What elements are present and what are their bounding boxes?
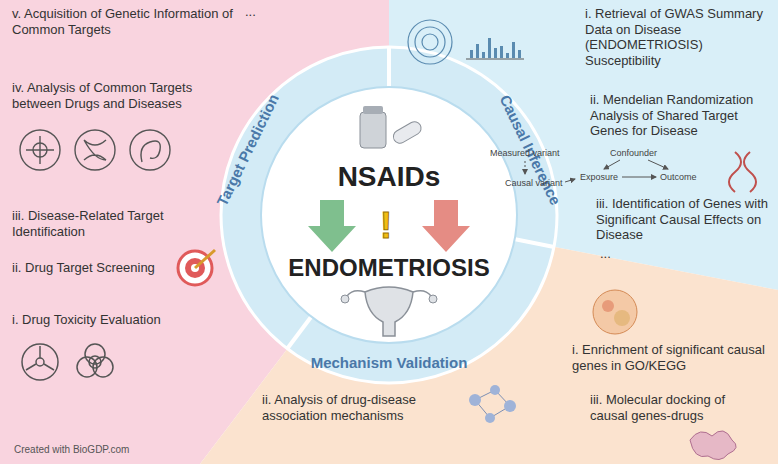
illustration-part xyxy=(26,136,54,164)
stage-heading: Mechanism Validation xyxy=(289,354,489,372)
stage-heading: Target Prediction xyxy=(203,70,294,231)
step-text: iii. Identification of Genes with Signif… xyxy=(596,196,772,243)
illustration-part xyxy=(391,119,423,145)
illustration-part xyxy=(415,27,445,57)
mr-label: Causal variant xyxy=(505,178,563,188)
illustration-part xyxy=(20,130,170,170)
illustration-part xyxy=(614,310,630,326)
center-title: NSAIDs xyxy=(261,160,517,194)
illustration-part xyxy=(341,295,349,303)
illustration-part xyxy=(347,291,431,296)
illustration-part xyxy=(365,287,413,336)
mr-label: Outcome xyxy=(660,172,697,182)
illustration-part xyxy=(622,177,656,178)
illustration-part xyxy=(494,48,497,58)
step-text: iv. Analysis of Common Targets between D… xyxy=(12,80,217,111)
illustration-part xyxy=(466,59,524,60)
illustration-part xyxy=(195,250,215,268)
illustration-part xyxy=(485,413,495,423)
illustration-part xyxy=(490,385,500,395)
step-text: i. Retrieval of GWAS Summary Data on Dis… xyxy=(585,6,770,68)
mr-label: Measured variant xyxy=(490,148,560,158)
mr-label: Exposure xyxy=(580,172,618,182)
illustration-part xyxy=(363,106,383,114)
step-text: v. Acquisition of Genetic Information of… xyxy=(12,6,242,37)
illustration-part xyxy=(512,42,515,58)
illustration-part xyxy=(648,160,668,169)
illustration-part xyxy=(565,179,575,182)
illustration-part xyxy=(130,130,170,170)
warning-mark: ! xyxy=(380,205,392,247)
illustration-part xyxy=(476,44,479,58)
stage-panel: Mechanism Validation i. Enrichment of sig… xyxy=(200,290,778,464)
step-text: iii. Molecular docking of causal genes-d… xyxy=(590,392,740,423)
illustration-part xyxy=(470,50,473,58)
illustration-part xyxy=(488,38,491,58)
illustration-part xyxy=(518,50,521,58)
illustration-part xyxy=(593,290,637,334)
illustration-part xyxy=(141,141,160,162)
illustration-part xyxy=(422,34,438,50)
illustration-part xyxy=(506,53,509,58)
illustration-part xyxy=(604,160,620,169)
illustration-part xyxy=(408,20,452,64)
illustration-part xyxy=(261,87,517,343)
illustration-part xyxy=(690,431,736,460)
illustration-part xyxy=(408,20,452,64)
illustration-part xyxy=(84,140,106,160)
illustration-part xyxy=(360,112,386,148)
illustration-part xyxy=(469,385,516,423)
illustration-part xyxy=(77,357,97,377)
illustration-part xyxy=(482,52,485,58)
illustration-part xyxy=(287,317,311,349)
illustration-part xyxy=(22,344,113,380)
illustration-part xyxy=(26,346,54,370)
center-title: ENDOMETRIOSIS xyxy=(261,254,517,283)
illustration-part xyxy=(729,152,756,192)
ellipsis: ... xyxy=(600,246,611,261)
step-text: ii. Drug Target Screening xyxy=(12,260,182,276)
step-text: i. Drug Toxicity Evaluation xyxy=(12,312,237,328)
ellipsis: ... xyxy=(245,4,256,19)
illustration-part xyxy=(22,344,58,380)
step-text: i. Enrichment of significant causal gene… xyxy=(572,342,767,373)
illustration-part xyxy=(500,46,503,58)
mr-label: Confounder xyxy=(610,148,657,158)
illustration-part xyxy=(469,394,481,406)
illustration-part xyxy=(36,358,44,366)
step-text: ii. Analysis of drug-disease association… xyxy=(262,392,440,423)
illustration-part xyxy=(602,300,614,312)
illustration-part xyxy=(422,200,470,252)
illustration-part xyxy=(429,295,437,303)
illustration-part xyxy=(387,47,391,87)
step-text: ii. Mendelian Randomization Analysis of … xyxy=(590,92,770,139)
illustration-part xyxy=(514,239,554,247)
illustration-part xyxy=(504,400,516,412)
illustration-part xyxy=(75,130,115,170)
credit-note: Created with BioGDP.com xyxy=(14,444,129,455)
step-text: iii. Disease-Related Target Identificati… xyxy=(12,208,237,239)
illustration-part xyxy=(93,357,113,377)
illustration-part xyxy=(20,130,60,170)
illustration-part xyxy=(470,38,521,58)
illustration-part xyxy=(308,200,356,252)
